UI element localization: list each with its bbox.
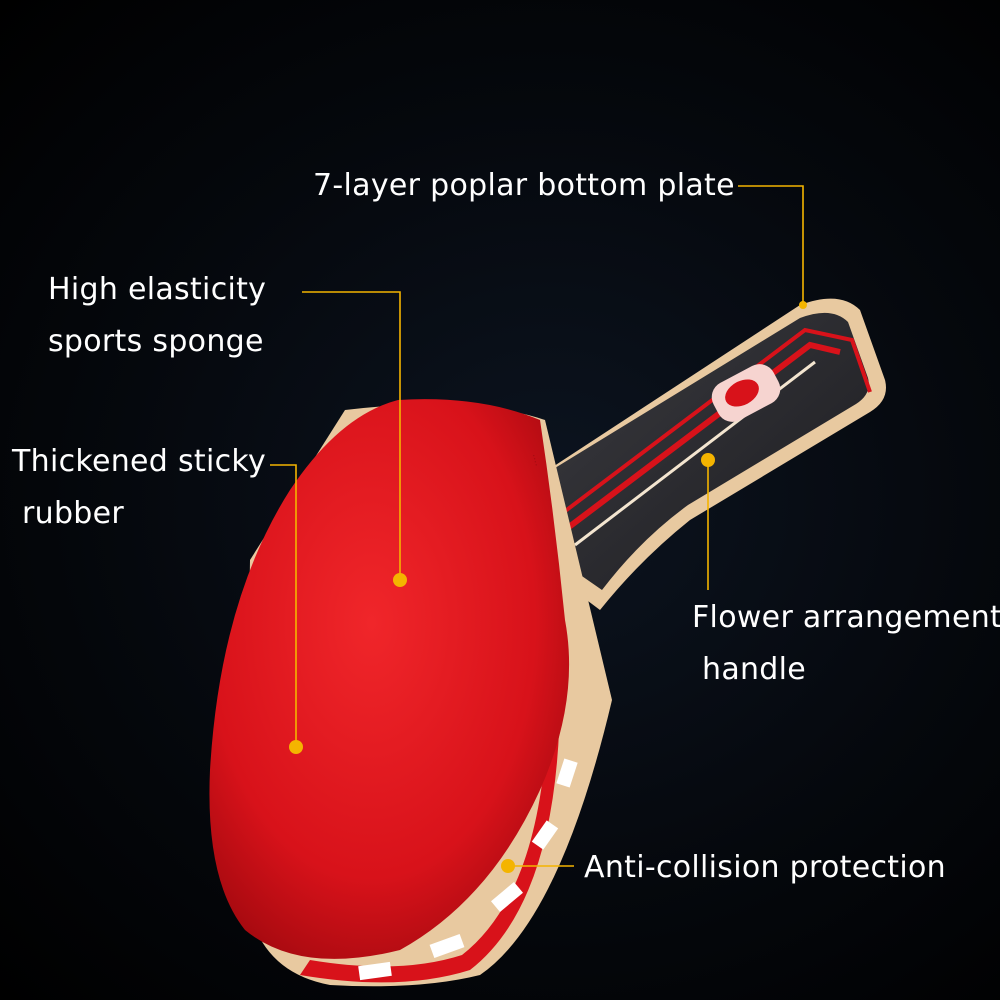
callout-dot-handle <box>701 453 715 467</box>
callout-line-bottom-plate <box>738 185 804 305</box>
callout-text-line2: rubber <box>22 496 125 531</box>
callout-line-sponge <box>302 291 401 580</box>
edge-segments <box>358 758 578 981</box>
rubber-print: ···· <box>527 453 541 468</box>
callout-label-bottom-plate: 7-layer poplar bottom plate <box>313 160 735 212</box>
callout-text-line1: Thickened sticky <box>12 444 267 479</box>
callout-dot-anti <box>501 859 515 873</box>
callout-line-rubber <box>270 464 297 745</box>
callout-dot-rubber <box>289 740 303 754</box>
callout-dot-bottom-plate <box>799 301 807 309</box>
rubber-face <box>209 399 570 959</box>
callout-text-line1: Flower arrangement <box>692 600 1000 635</box>
callout-text-line2: handle <box>702 652 807 687</box>
callout-label-rubber: Thickened sticky rubber <box>12 436 266 540</box>
callout-lines <box>270 185 804 867</box>
callout-text: Anti-collision protection <box>584 850 946 885</box>
callout-text-line1: High elasticity <box>48 272 267 307</box>
callout-text: 7-layer poplar bottom plate <box>313 168 735 203</box>
callout-label-anti-collision: Anti-collision protection <box>584 842 946 894</box>
callout-label-sponge: High elasticity sports sponge <box>48 264 266 368</box>
callout-dot-sponge <box>393 573 407 587</box>
callout-label-handle: Flower arrangement handle <box>692 592 1000 696</box>
callout-text-line2: sports sponge <box>48 324 264 359</box>
paddle-handle <box>548 298 886 610</box>
callout-dots <box>289 301 807 873</box>
